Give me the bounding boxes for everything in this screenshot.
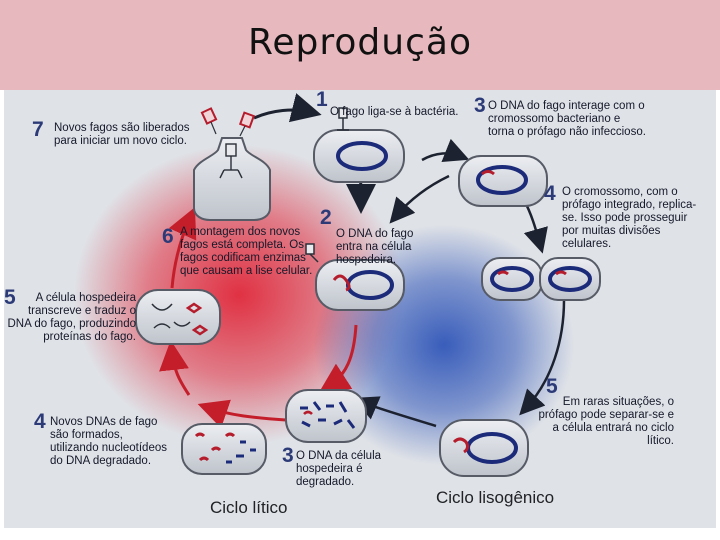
step-5-lysogenic-text: Em raras situações, o prófago pode separ… [534,396,674,448]
step-number-2: 2 [320,206,332,230]
step-4-lytic-text: Novos DNAs de fago são formados, utiliza… [50,416,170,468]
step-5-lytic-text: A célula hospedeira transcreve e traduz … [6,292,136,344]
step-number-3-lytic: 3 [282,444,294,468]
lysogenic-cycle-label: Ciclo lisogênico [436,488,554,508]
phage-cycle-figure: 7 1 2 6 5 4 3 3 4 5 Novos fagos são libe… [4,90,716,528]
lytic-cycle-label: Ciclo lítico [210,498,287,518]
step-number-3-lysogenic: 3 [474,94,486,118]
cell-lys-5 [440,420,528,476]
step-number-6: 6 [162,225,174,249]
step-7-text: Novos fagos são liberados para iniciar u… [54,122,194,148]
cell-lytic-4 [182,424,266,474]
step-4-lysogenic-text: O cromossomo, com o prófago integrado, r… [562,186,707,251]
step-number-7: 7 [32,118,44,142]
cell-lytic-5 [136,290,220,344]
step-number-4-lysogenic: 4 [544,182,556,206]
step-1-text: O fago liga-se à bactéria. [330,106,465,119]
cell-lys-3 [459,156,547,206]
step-3-lysogenic-text: O DNA do fago interage com o cromossomo … [488,100,648,139]
step-2-text: O DNA do fago entra na célula hospedeira… [336,228,441,267]
cell-lytic-3 [286,390,366,442]
step-number-1: 1 [316,90,328,112]
step-3-lytic-text: O DNA da célula hospedeira é degradado. [296,450,416,489]
step-6-text: A montagem dos novos fagos está completa… [180,226,315,278]
slide-title: Reprodução [0,22,720,63]
step-number-4-lytic: 4 [34,410,46,434]
